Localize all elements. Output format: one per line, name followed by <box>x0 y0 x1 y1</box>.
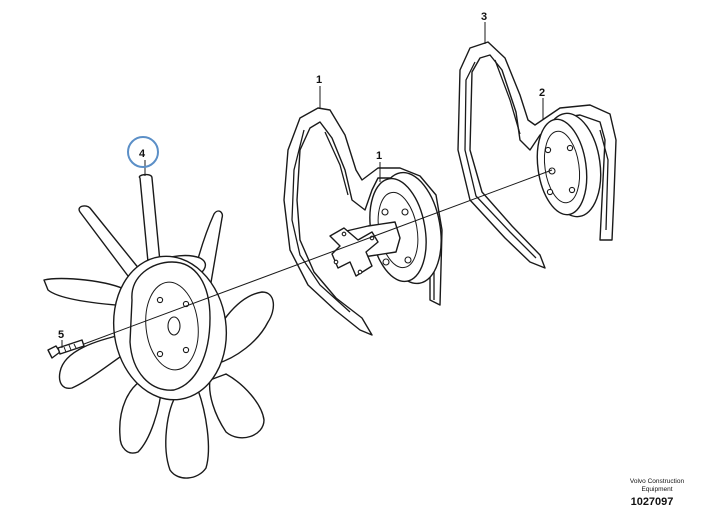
drawing-number: 1027097 <box>631 496 674 508</box>
leader-lines <box>61 22 544 348</box>
fan-blade <box>58 333 131 389</box>
pulley-2 <box>536 112 602 218</box>
fan-4 <box>43 173 275 479</box>
footer-company-line1: Volvo Construction <box>630 478 685 485</box>
fan-blade <box>138 173 161 263</box>
fan-blade <box>78 205 141 277</box>
callout-3: 3 <box>481 11 487 23</box>
fan-blade <box>208 373 265 439</box>
callout-1-pulley: 1 <box>376 150 382 162</box>
belt-3 <box>457 41 617 269</box>
fan-blade <box>119 377 163 454</box>
pulley-1 <box>329 171 442 285</box>
bolt-5 <box>47 339 85 359</box>
fan-center-hole <box>167 316 181 336</box>
callout-2: 2 <box>539 87 545 99</box>
highlight-circle-4 <box>127 136 159 168</box>
footer-company-line2: Equipment <box>641 486 672 493</box>
callout-5: 5 <box>58 329 64 341</box>
assembly-axis-line <box>83 169 553 345</box>
callout-1-belt: 1 <box>316 74 322 86</box>
fan-blade <box>165 389 210 479</box>
callout-4: 4 <box>139 148 146 160</box>
